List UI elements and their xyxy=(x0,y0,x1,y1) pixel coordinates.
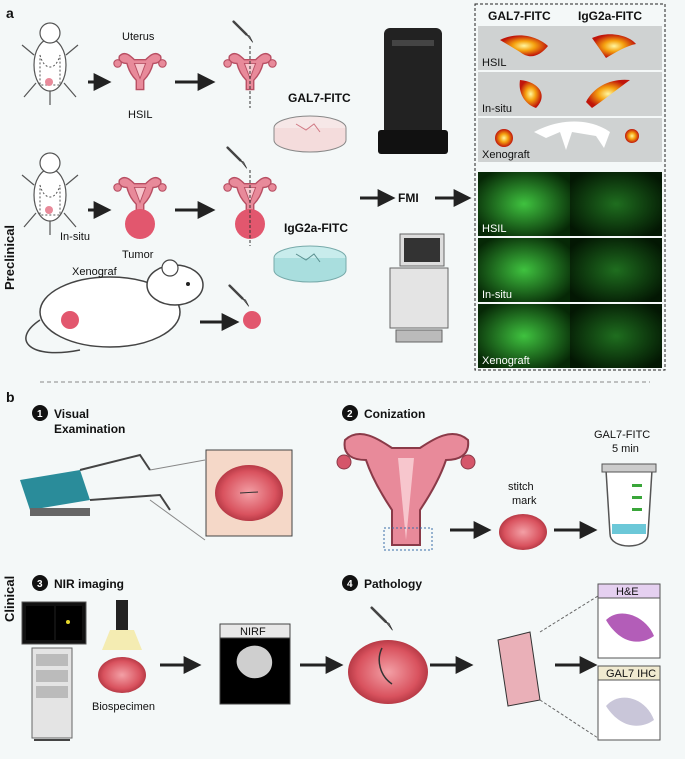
uterus-insitu-icon xyxy=(113,176,167,215)
xenograft-label: Xenograf xyxy=(72,266,118,278)
panel-a-arrows xyxy=(88,73,472,331)
tumor-label: Tumor xyxy=(122,249,154,261)
clinical-side-label: Clinical xyxy=(2,576,17,622)
stitch-label: stitch xyxy=(508,481,534,493)
ihc-slide xyxy=(597,665,661,741)
step1-title-line2: Examination xyxy=(54,422,125,436)
micro-label-insitu: In-situ xyxy=(482,289,512,301)
stitch-mark xyxy=(378,647,393,685)
gal7-fitc-label: GAL7-FITC xyxy=(288,91,351,105)
mouse-middle-uterus-mark xyxy=(45,206,53,214)
pathology-specimen xyxy=(348,640,428,704)
imaging-results-frame xyxy=(474,3,666,371)
xenograft-specimen-icon xyxy=(243,311,261,329)
step2-num: 2 xyxy=(347,409,353,420)
panel-b-letter: b xyxy=(6,389,15,405)
scalpel-icon xyxy=(228,284,251,308)
step2-title: Conization xyxy=(364,407,425,421)
step1-num: 1 xyxy=(37,409,43,420)
uterus-hsil-icon xyxy=(113,52,167,91)
micro-row-hsil xyxy=(478,172,662,236)
scalpel-icon xyxy=(370,606,394,632)
panel-a-letter: a xyxy=(6,5,14,21)
preclinical-side-label: Preclinical xyxy=(2,225,17,290)
he-label: H&E xyxy=(616,586,639,598)
col-header-gal7: GAL7-FITC xyxy=(488,9,551,23)
tube-label: GAL7-FITC xyxy=(594,429,650,441)
tumor-cut-icon xyxy=(235,209,265,239)
human-uterus-icon xyxy=(336,433,476,551)
micro-label-hsil: HSIL xyxy=(482,223,506,235)
mouse-top-icon xyxy=(21,22,79,106)
biospecimen-label: Biospecimen xyxy=(92,701,155,713)
micro-row-xenograft xyxy=(478,304,662,368)
tissue-section-icon xyxy=(497,595,599,739)
step4-title: Pathology xyxy=(364,577,422,591)
step3-badge xyxy=(32,575,48,591)
col-header-igg2a: IgG2a-FITC xyxy=(578,9,642,23)
igg-dish-icon xyxy=(273,245,347,283)
igg2a-fitc-label: IgG2a-FITC xyxy=(284,221,348,235)
mouse-middle-icon xyxy=(21,152,79,236)
micro-label-xenograft: Xenograft xyxy=(482,355,530,367)
nir-probe-icon xyxy=(102,600,142,650)
nirf-header xyxy=(219,623,291,639)
biospecimen-icon xyxy=(98,657,146,693)
cone-specimen xyxy=(499,514,547,550)
fluor-row-insitu xyxy=(478,72,662,116)
stitch-label-line2: mark xyxy=(512,495,537,507)
mouse-top-uterus-mark xyxy=(45,78,53,86)
tube-icon xyxy=(601,463,657,547)
fluor-row-xenograft xyxy=(478,118,662,162)
fmi-system-icon xyxy=(389,233,449,343)
step1-badge xyxy=(32,405,48,421)
patient-exam-icon xyxy=(20,453,206,541)
tube-label-line2: 5 min xyxy=(612,443,639,455)
uterus-label: Uterus xyxy=(122,31,155,43)
nirf-label: NIRF xyxy=(240,626,266,638)
fluor-label-hsil: HSIL xyxy=(482,57,506,69)
ihc-label: GAL7 IHC xyxy=(606,668,656,680)
insitu-label: In-situ xyxy=(60,231,90,243)
scalpel-icon xyxy=(226,146,249,170)
rat-xenograft-icon xyxy=(25,259,204,354)
scalpel-icon xyxy=(232,20,255,44)
fluor-label-insitu: In-situ xyxy=(482,103,512,115)
fmi-label: FMI xyxy=(398,191,419,205)
hsil-label: HSIL xyxy=(128,109,152,121)
step1-title: Visual xyxy=(54,407,89,421)
gal7-dish-icon xyxy=(273,115,347,153)
fluor-row-hsil xyxy=(478,26,662,70)
micro-row-insitu xyxy=(478,238,662,302)
step3-num: 3 xyxy=(37,579,43,590)
step4-num: 4 xyxy=(347,579,353,590)
nir-system-icon xyxy=(21,601,87,741)
tumor-icon xyxy=(125,209,155,239)
step4-badge xyxy=(342,575,358,591)
imaging-cabinet-icon xyxy=(378,28,448,154)
step3-title: NIR imaging xyxy=(54,577,124,591)
cervix-closeup xyxy=(205,449,293,537)
he-slide xyxy=(597,583,661,659)
fluor-label-xenograft: Xenograft xyxy=(482,149,530,161)
step2-badge xyxy=(342,405,358,421)
